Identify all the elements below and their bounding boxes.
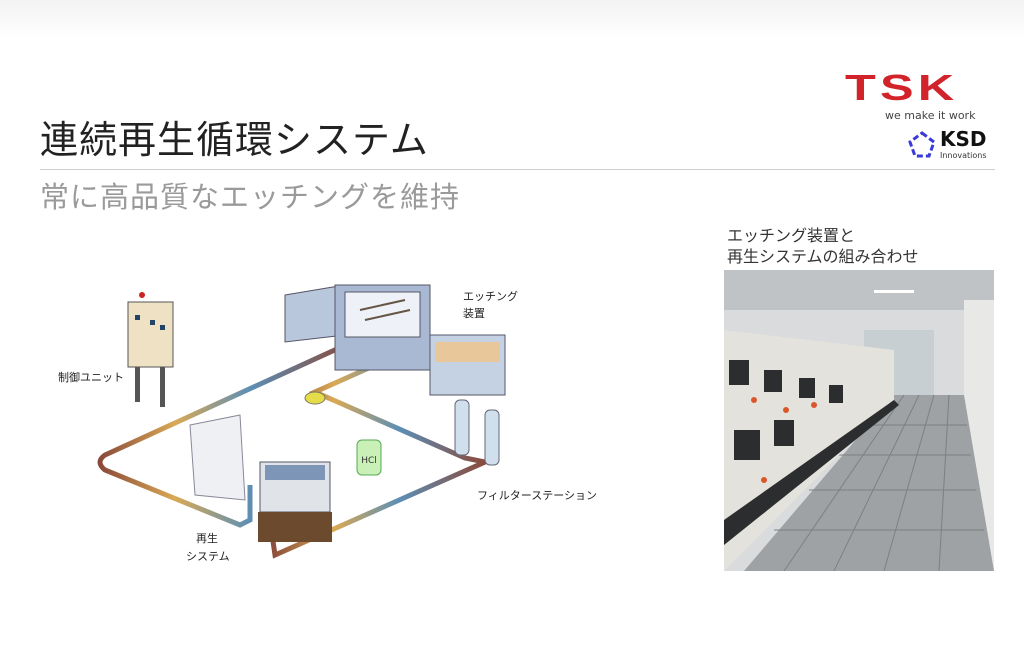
hcl-tank: HCl — [356, 439, 382, 476]
regeneration-system — [189, 414, 332, 542]
supply-pipe — [267, 360, 494, 559]
label-filter-station: フィルターステーション — [477, 489, 598, 502]
label-regen-1: 再生 — [196, 532, 218, 545]
pump — [304, 391, 326, 405]
slide-title: 連続再生循環システム — [40, 118, 429, 162]
top-band — [0, 0, 1024, 40]
label-etching-2: 装置 — [463, 307, 485, 320]
photo-caption-line2: 再生システムの組み合わせ — [727, 247, 919, 266]
control-unit — [127, 292, 174, 407]
system-diagram: HCl — [97, 284, 506, 559]
divider — [40, 169, 995, 170]
factory-photo — [724, 270, 994, 571]
label-regen-2: システム — [186, 550, 230, 563]
ksd-sub: Innovations — [940, 151, 987, 160]
ksd-pentagon-icon — [908, 130, 936, 157]
label-etching-1: エッチング — [463, 290, 518, 303]
tsk-logo: TSK — [845, 67, 959, 108]
filter-station — [454, 399, 500, 466]
ksd-name: KSD — [940, 127, 987, 151]
etching-machine — [284, 284, 506, 396]
photo-caption-line1: エッチング装置と — [727, 226, 856, 245]
label-control-unit: 制御ユニット — [58, 371, 124, 384]
return-pipe — [97, 340, 352, 528]
hcl-label: HCl — [361, 456, 377, 466]
tsk-tagline: we make it work — [885, 109, 976, 122]
slide-subtitle: 常に高品質なエッチングを維持 — [40, 180, 461, 214]
